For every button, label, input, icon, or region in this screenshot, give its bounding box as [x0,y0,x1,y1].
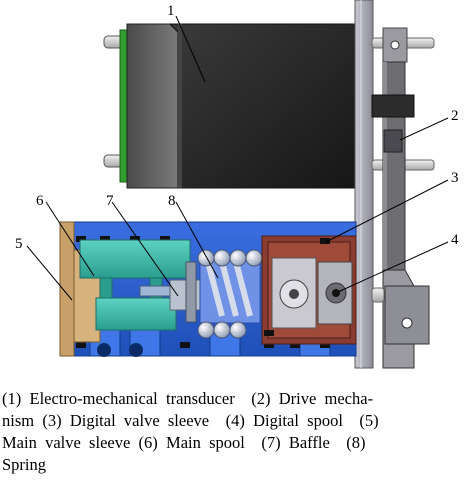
label-5: 5 [15,236,23,252]
main-spool [79,239,193,357]
drive-mechanism [371,27,435,369]
label-3: 3 [451,170,459,186]
label-4: 4 [451,232,459,248]
digital-spool [271,257,353,329]
electro-mechanical-transducer [103,23,361,189]
part-labels: 1 2 3 4 5 6 7 8 [15,3,459,252]
caption-line-4: Spring [2,455,47,474]
label-7: 7 [106,193,114,209]
figure-caption: (1) Electro-mechanical transducer (2) Dr… [2,388,472,476]
baffle [169,261,201,323]
mounting-plate [354,0,374,369]
caption-line-3: Main valve sleeve (6) Main spool (7) Baf… [2,433,366,452]
label-2: 2 [451,108,459,124]
caption-line-2: nism (3) Digital valve sleeve (4) Digita… [2,411,379,430]
leader-lines [26,15,449,301]
caption-line-1: (1) Electro-mechanical transducer (2) Dr… [2,389,374,408]
spring [197,249,263,339]
label-1: 1 [167,3,175,19]
label-8: 8 [168,193,176,209]
label-6: 6 [36,193,44,209]
valve-assembly-diagram: 1 2 3 4 5 6 7 8 [15,0,459,369]
